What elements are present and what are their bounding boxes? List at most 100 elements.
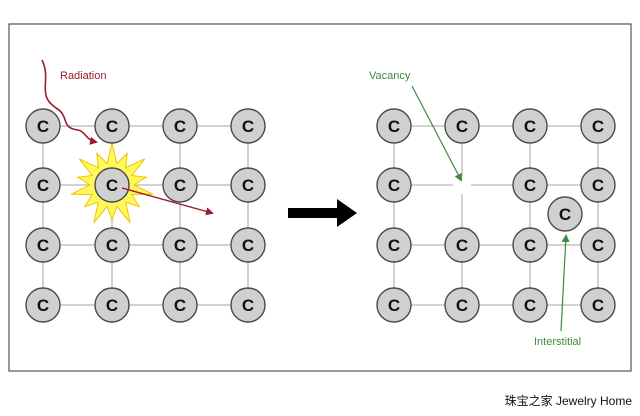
right-arrow-icon: [288, 199, 357, 227]
vacancy-pointer: [411, 85, 462, 182]
atom-circle: [230, 287, 266, 323]
atom-circle: [376, 287, 412, 323]
atom-symbol: C: [388, 176, 400, 195]
atom-circle: [376, 167, 412, 203]
atom-circle: [230, 167, 266, 203]
atom-circle: [25, 227, 61, 263]
atom-circle: [162, 108, 198, 144]
atom-circle: [94, 287, 130, 323]
atom-symbol: C: [174, 236, 186, 255]
atom-circle: [25, 108, 61, 144]
atom: C: [512, 108, 548, 144]
atom-symbol: C: [37, 236, 49, 255]
atom-symbol: C: [456, 296, 468, 315]
atom-circle: [547, 196, 583, 232]
atom: C: [512, 227, 548, 263]
atom: C: [94, 227, 130, 263]
atom-symbol: C: [559, 205, 571, 224]
atom: C: [580, 287, 616, 323]
atom: C: [580, 227, 616, 263]
atom-symbol: C: [388, 117, 400, 136]
atom-circle: [580, 287, 616, 323]
atom-symbol: C: [37, 296, 49, 315]
atom: C: [162, 108, 198, 144]
atom-circle: [162, 227, 198, 263]
atom-symbol: C: [174, 117, 186, 136]
atom-symbol: C: [592, 236, 604, 255]
interstitial-pointer: [560, 234, 570, 332]
atom-symbol: C: [456, 236, 468, 255]
atom-symbol: C: [388, 296, 400, 315]
atom-symbol: C: [242, 117, 254, 136]
atom-circle: [376, 227, 412, 263]
atom-circle: [162, 167, 198, 203]
atom-circle: [444, 227, 480, 263]
atom: C: [25, 227, 61, 263]
atom-circle: [230, 108, 266, 144]
atom: C: [512, 287, 548, 323]
atom-circle: [512, 287, 548, 323]
atom-symbol: C: [106, 236, 118, 255]
atom-circle: [580, 167, 616, 203]
atom: C: [376, 287, 412, 323]
atom: C: [512, 167, 548, 203]
atom: C: [25, 167, 61, 203]
atom: C: [230, 227, 266, 263]
atom-circle: [444, 108, 480, 144]
atom-circle: [162, 287, 198, 323]
atom-symbol: C: [106, 176, 118, 195]
atom-symbol: C: [524, 176, 536, 195]
atom: C: [230, 108, 266, 144]
atom-circle: [512, 167, 548, 203]
atom-symbol: C: [592, 176, 604, 195]
interstitial-label: Interstitial: [534, 336, 581, 348]
atom: C: [376, 108, 412, 144]
radiation-label: Radiation: [60, 70, 106, 82]
atom: C: [94, 287, 130, 323]
atom-symbol: C: [456, 117, 468, 136]
atom: C: [580, 167, 616, 203]
atom: C: [25, 287, 61, 323]
atom-circle: [512, 108, 548, 144]
atom-circle: [94, 167, 130, 203]
atom: C: [25, 108, 61, 144]
atom: C: [444, 287, 480, 323]
atom-symbol: C: [524, 296, 536, 315]
left-lattice-atoms: C C C C C C C C C C C C C C C C: [25, 108, 266, 323]
atom-symbol: C: [174, 176, 186, 195]
atom-circle: [25, 287, 61, 323]
atom-circle: [230, 227, 266, 263]
atom-symbol: C: [37, 176, 49, 195]
atom-symbol: C: [242, 236, 254, 255]
atom-symbol: C: [242, 176, 254, 195]
atom-symbol: C: [524, 117, 536, 136]
atom-symbol: C: [242, 296, 254, 315]
atom-symbol: C: [106, 117, 118, 136]
atom-symbol: C: [524, 236, 536, 255]
atom-circle: [376, 108, 412, 144]
atom: C: [94, 167, 130, 203]
atom: C: [230, 167, 266, 203]
atom-symbol: C: [37, 117, 49, 136]
atom: C: [230, 287, 266, 323]
atom: C: [444, 108, 480, 144]
atom: C: [580, 108, 616, 144]
atom: C: [162, 167, 198, 203]
atom-symbol: C: [174, 296, 186, 315]
atom-circle: [512, 227, 548, 263]
atom: C: [162, 287, 198, 323]
atom-circle: [444, 287, 480, 323]
atom-symbol: C: [388, 236, 400, 255]
atom-circle: [580, 227, 616, 263]
atom: C: [94, 108, 130, 144]
atom-circle: [94, 108, 130, 144]
atom: C: [376, 167, 412, 203]
atom-circle: [25, 167, 61, 203]
vacancy-label: Vacancy: [369, 70, 411, 82]
atom: C: [444, 227, 480, 263]
atom-circle: [94, 227, 130, 263]
atom-circle: [580, 108, 616, 144]
atom-symbol: C: [106, 296, 118, 315]
